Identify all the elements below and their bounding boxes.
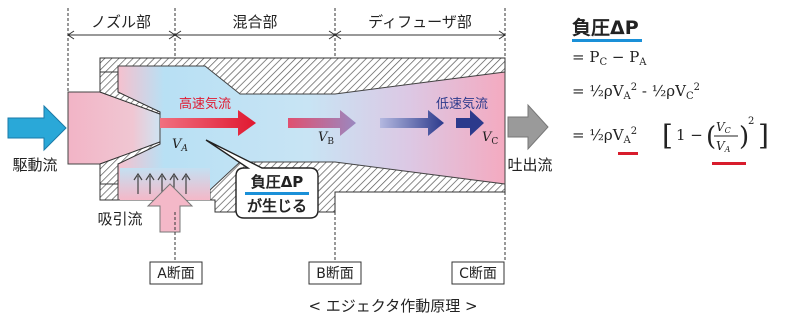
equation-paren-open: ( xyxy=(706,122,716,152)
callout-underline xyxy=(245,192,309,195)
high-speed-label: 高速気流 xyxy=(179,96,231,112)
equation-title: 負圧ΔP xyxy=(572,16,639,39)
discharge-flow-arrow xyxy=(507,103,549,151)
equation-bracket-inner: 1 − xyxy=(676,126,703,144)
callout-line2: が生じる xyxy=(247,197,307,215)
suction-flow-arrow xyxy=(146,183,194,233)
section-mixing-label: 混合部 xyxy=(232,13,277,31)
low-speed-arrow-1 xyxy=(380,110,444,136)
low-speed-label: 低速気流 xyxy=(436,96,488,112)
nozzle-wall-lower xyxy=(99,141,161,185)
equation-line1: = PC − PA xyxy=(572,48,647,68)
nozzle-wall-upper xyxy=(99,71,161,115)
equation-title-underline xyxy=(572,39,642,42)
equation-bracket-close: ] xyxy=(758,119,769,152)
driving-flow-label: 駆動流 xyxy=(12,156,57,174)
high-speed-arrow xyxy=(160,110,256,136)
equation-line2: = ½ρVA2 ‑ ½ρVC2 xyxy=(572,82,700,102)
low-speed-arrow-2 xyxy=(456,110,484,136)
dimension-lines xyxy=(67,8,506,92)
callout-bubble xyxy=(205,139,319,219)
suction-flow-label: 吸引流 xyxy=(97,210,142,228)
section-marker-lines xyxy=(174,192,506,262)
driving-flow-arrow xyxy=(7,104,67,152)
equation-outer-sup: 2 xyxy=(748,116,754,127)
velocity-va: VA xyxy=(172,137,188,154)
section-diffuser-label: ディフューザ部 xyxy=(368,13,472,31)
caption: < エジェクタ作動原理 > xyxy=(308,297,477,315)
mixing-arrow xyxy=(288,110,356,136)
equation-frac-den: VA xyxy=(716,139,731,154)
equation-line3-left: = ½ρVA2 xyxy=(572,126,637,146)
section-a-box xyxy=(149,261,203,285)
discharge-flow-label: 吐出流 xyxy=(507,156,552,174)
red-underline-frac xyxy=(712,162,746,165)
section-a-label: A断面 xyxy=(157,266,195,282)
section-b-box xyxy=(308,261,362,285)
equation-paren-close: ) xyxy=(739,122,749,152)
velocity-vb: VB xyxy=(318,130,334,147)
equation-bracket-open: [ xyxy=(662,119,673,152)
red-underline-va xyxy=(618,152,638,155)
section-c-box xyxy=(451,261,505,285)
section-nozzle-label: ノズル部 xyxy=(91,13,151,31)
callout-line1: 負圧ΔP xyxy=(251,173,304,191)
section-b-label: B断面 xyxy=(316,266,354,282)
section-c-label: C断面 xyxy=(459,266,497,282)
equation-frac-num: VC xyxy=(716,120,731,135)
velocity-vc: VC xyxy=(482,130,498,147)
